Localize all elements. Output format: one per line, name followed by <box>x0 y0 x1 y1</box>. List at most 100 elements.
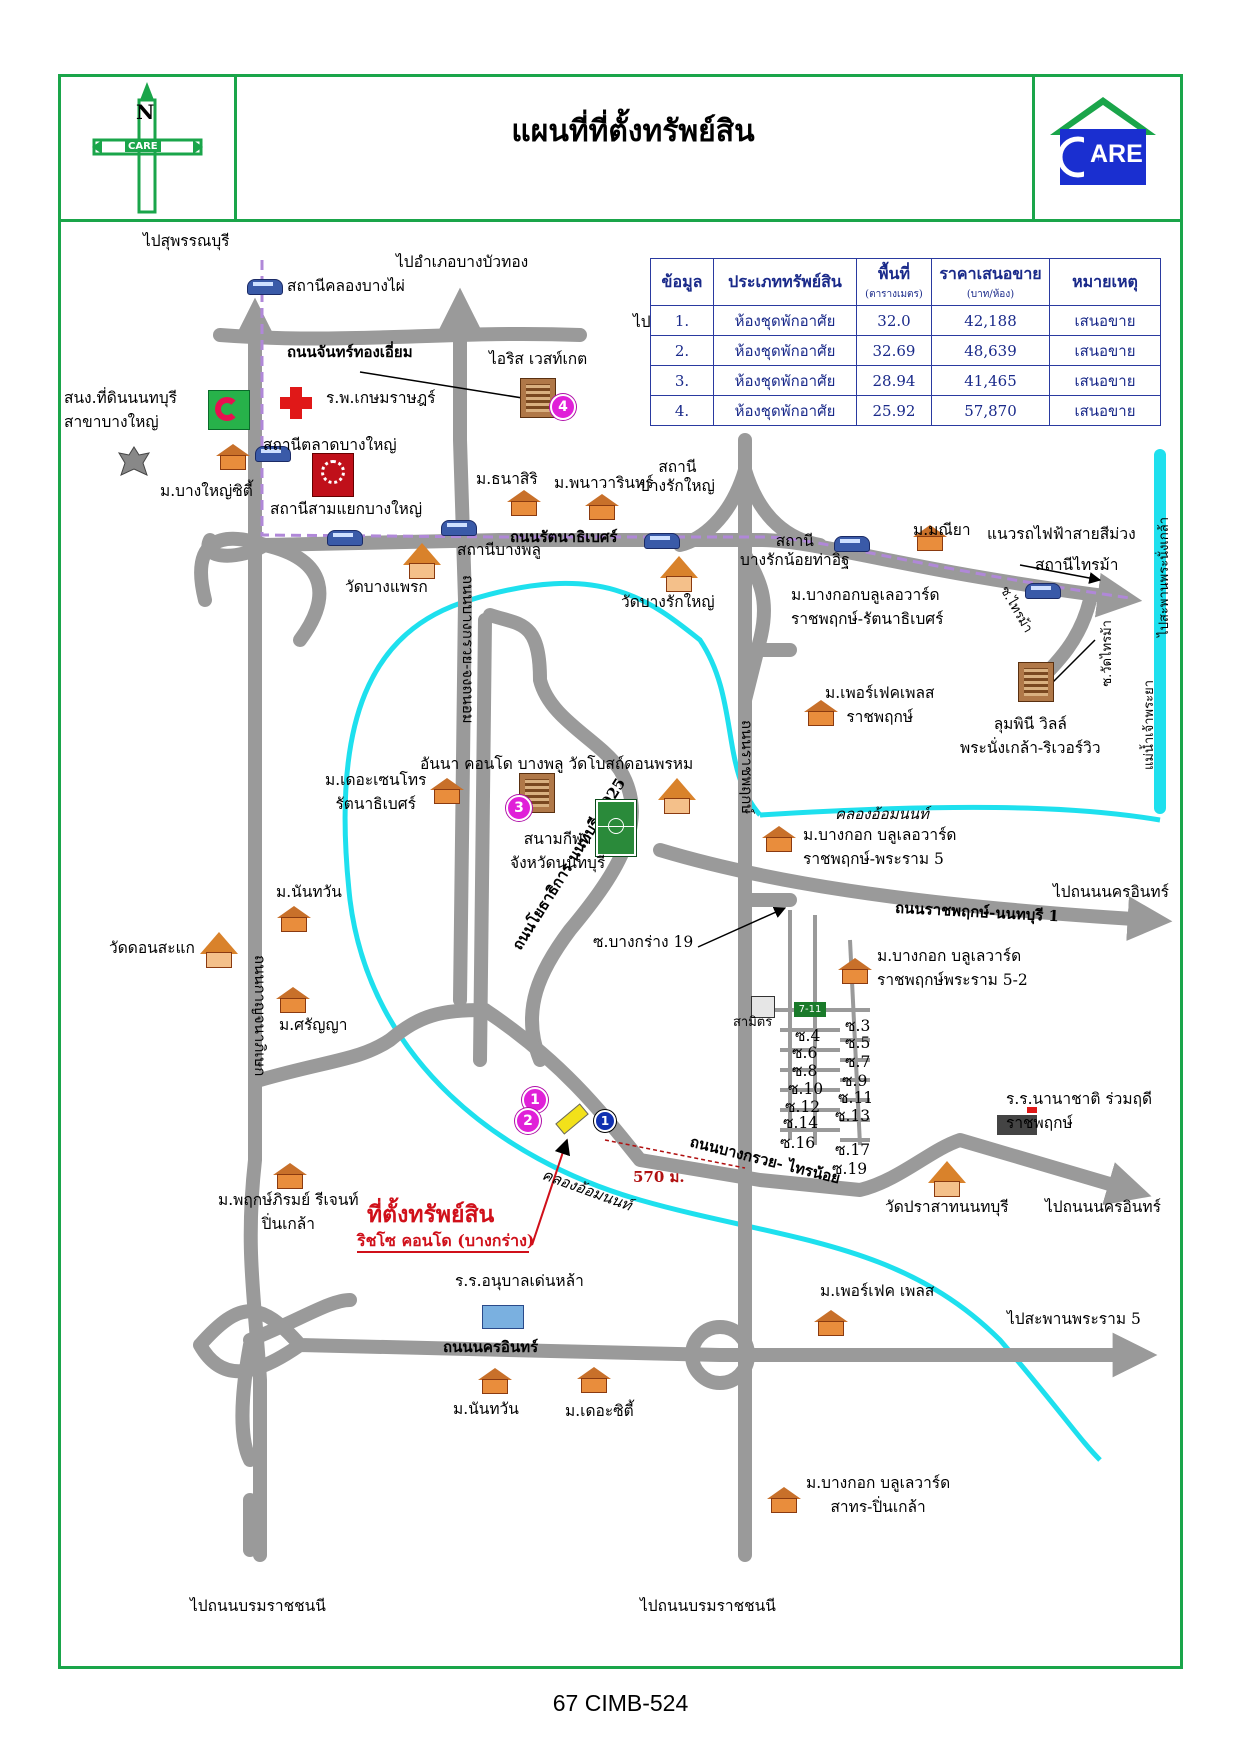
house-icon <box>216 444 250 470</box>
house-icon <box>430 778 464 804</box>
north-compass-icon: N CARE <box>90 80 205 215</box>
table-header: หมายเหตุ <box>1049 258 1161 306</box>
place-perfect-place-rp: ม.เพอร์เฟคเพลส ราชพฤกษ์ <box>825 684 935 727</box>
big-c-logo <box>208 390 250 430</box>
header-separator-left <box>234 74 237 222</box>
station-sam-yaek-bang-yai: สถานีสามแยกบางใหญ่ <box>270 500 423 518</box>
train-station-icon <box>834 533 870 553</box>
header-separator-right <box>1032 74 1035 222</box>
canal-label-upper: คลองอ้อมนนท์ <box>835 805 929 823</box>
temple-icon <box>660 556 698 592</box>
property-table: ข้อมูล ประเภททรัพย์สิน พื้นที่(ตารางเมตร… <box>650 258 1161 426</box>
soi-label: ซ.11 <box>838 1089 874 1107</box>
direction-nakhonin-2: ไปถนนนครอินทร์ <box>1045 1198 1161 1216</box>
river-chao-phraya: แม่น้ำเจ้าพระยา <box>1142 680 1157 770</box>
train-station-icon <box>441 517 477 537</box>
logo-text: ARE <box>1090 140 1143 168</box>
soi-grid <box>760 910 870 1146</box>
property-name-underline <box>357 1251 529 1253</box>
place-nantawan-2: ม.นันทวัน <box>453 1400 519 1418</box>
soi-label: ซ.10 <box>788 1080 824 1098</box>
place-the-city: ม.เดอะซิตี้ <box>565 1402 634 1420</box>
table-clipped-prefix: ไป <box>633 313 651 331</box>
soi-label: ซ.16 <box>780 1134 816 1152</box>
soi-label: ซ.8 <box>792 1062 818 1080</box>
school-icon <box>997 1107 1037 1135</box>
place-anna-condo: อันนา คอนโด บางพลู วัดโบสถ์ดอนพรหม <box>420 755 694 773</box>
table-header: พื้นที่(ตารางเมตร) <box>856 258 932 306</box>
soi-label: ซ.13 <box>835 1107 871 1125</box>
table-header: ประเภททรัพย์สิน <box>713 258 857 306</box>
direction-borom-right: ไปถนนบรมราชชนนี <box>640 1597 776 1615</box>
train-station-icon <box>644 530 680 550</box>
direction-phranangklao-bridge: ไปสะพานพระนั่งเกล้า <box>1157 517 1172 637</box>
marker-2: 2 <box>515 1108 541 1134</box>
station-sai-ma: สถานีไทรม้า <box>1035 556 1119 574</box>
station-talad-bang-yai: สถานีตลาดบางใหญ่ <box>263 436 397 454</box>
train-station-icon <box>327 527 363 547</box>
place-land-office: สนง.ที่ดินนนทบุรี สาขาบางใหญ่ <box>64 389 178 432</box>
direction-suphanburi: ไปสุพรรณบุรี <box>143 232 230 250</box>
compass-letter: N <box>136 100 155 124</box>
property-title: ที่ตั้งทรัพย์สิน <box>367 1201 495 1228</box>
central-logo <box>312 453 354 497</box>
seven-eleven-label: 7-11 <box>798 1004 822 1015</box>
soi-label: ซ.17 <box>835 1141 871 1159</box>
purple-line-label: แนวรถไฟฟ้าสายสีม่วง <box>987 525 1136 543</box>
train-station-icon <box>247 276 283 296</box>
place-centro: ม.เดอะเซนโทร รัตนาธิเบศร์ <box>325 771 427 814</box>
condo-building-icon <box>520 378 556 418</box>
place-maniya: ม.มณียา <box>913 521 971 539</box>
soi-bangkrang-19: ซ.บางกร่าง 19 <box>593 933 694 951</box>
place-iris-westgate: ไอริส เวสท์เกต <box>489 350 588 368</box>
distance-label: 570 ม. <box>633 1168 685 1186</box>
place-hospital: ร.พ.เกษมราษฎร์ <box>326 389 436 407</box>
care-logo: ARE <box>1048 95 1158 187</box>
house-icon <box>814 1310 848 1336</box>
place-wat-bang-phraek: วัดบางแพรก <box>345 578 428 596</box>
direction-rama5-bridge: ไปสะพานพระราม 5 <box>1007 1310 1141 1328</box>
house-icon <box>276 987 310 1013</box>
garuda-emblem-icon <box>117 445 151 481</box>
seven-eleven-icon: 7-11 <box>794 1002 826 1017</box>
station-bang-phlu: สถานีบางพลู <box>457 541 541 559</box>
station-khlong-bang-phai: สถานีคลองบางไผ่ <box>287 277 405 295</box>
soi-label: ซ.14 <box>783 1114 819 1132</box>
house-icon <box>804 700 838 726</box>
compass-label: CARE <box>125 141 161 152</box>
place-wat-don-sakae: วัดดอนสะแก <box>109 939 195 957</box>
place-sammit: สามิตร <box>733 1015 773 1030</box>
place-bangkok-boulevard-rr: ม.บางกอกบลูเลอวาร์ด ราชพฤกษ์-รัตนาธิเบศร… <box>791 586 944 629</box>
place-lumpini-ville: ลุมพินี วิลล์ พระนั่งเกล้า-ริเวอร์วิว <box>960 715 1101 758</box>
train-station-icon <box>255 443 291 463</box>
place-bangkok-boulevard-r52: ม.บางกอก บลูเลวาร์ด ราชพฤกษ์พระราม 5-2 <box>877 947 1028 990</box>
road-bangkruai-chongthanom: ถนนบางกรวย-จงถนอม <box>459 575 477 724</box>
soi-label: ซ.12 <box>785 1098 821 1116</box>
canal-om-non <box>342 580 1161 1462</box>
marker-4: 4 <box>550 394 576 420</box>
place-school-intl: ร.ร.นานาชาติ ร่วมฤดี ราชพฤกษ์ <box>1006 1090 1153 1133</box>
direction-bangbuathong: ไปอำเภอบางบัวทอง <box>396 253 529 271</box>
table-header: ราคาเสนอขาย(บาท/ห้อง) <box>931 258 1050 306</box>
temple-icon <box>928 1161 966 1197</box>
road-rattanathibet: ถนนรัตนาธิเบศร์ <box>510 528 618 546</box>
soi-label: ซ.5 <box>845 1034 871 1052</box>
station-bang-rak-yai: สถานี บางรักใหญ่ <box>640 458 715 496</box>
soi-wat-sainma: ซ.วัดไทรม้า <box>1100 620 1115 687</box>
place-nantawan-1: ม.นันทวัน <box>276 883 342 901</box>
place-stadium: สนามกีฬา จังหวัดนนทบุรี <box>510 830 606 873</box>
soi-label: ซ.9 <box>842 1072 868 1090</box>
map-frame <box>58 74 1183 1669</box>
road-nakhonin: ถนนนครอินทร์ <box>443 1338 539 1356</box>
place-bangkok-boulevard-sathorn: ม.บางกอก บลูเลวาร์ด สาทร-ปิ่นเกล้า <box>806 1474 951 1517</box>
page-title: แผนที่ที่ตั้งทรัพย์สิน <box>511 114 755 149</box>
pointer-lines <box>359 371 1102 1246</box>
temple-icon <box>200 932 238 968</box>
direction-nakhonin-1: ไปถนนนครอินทร์ <box>1053 883 1169 901</box>
road-chanthongiam: ถนนจันทร์ทองเอี่ยม <box>287 343 413 361</box>
table-header: ข้อมูล <box>650 258 714 306</box>
